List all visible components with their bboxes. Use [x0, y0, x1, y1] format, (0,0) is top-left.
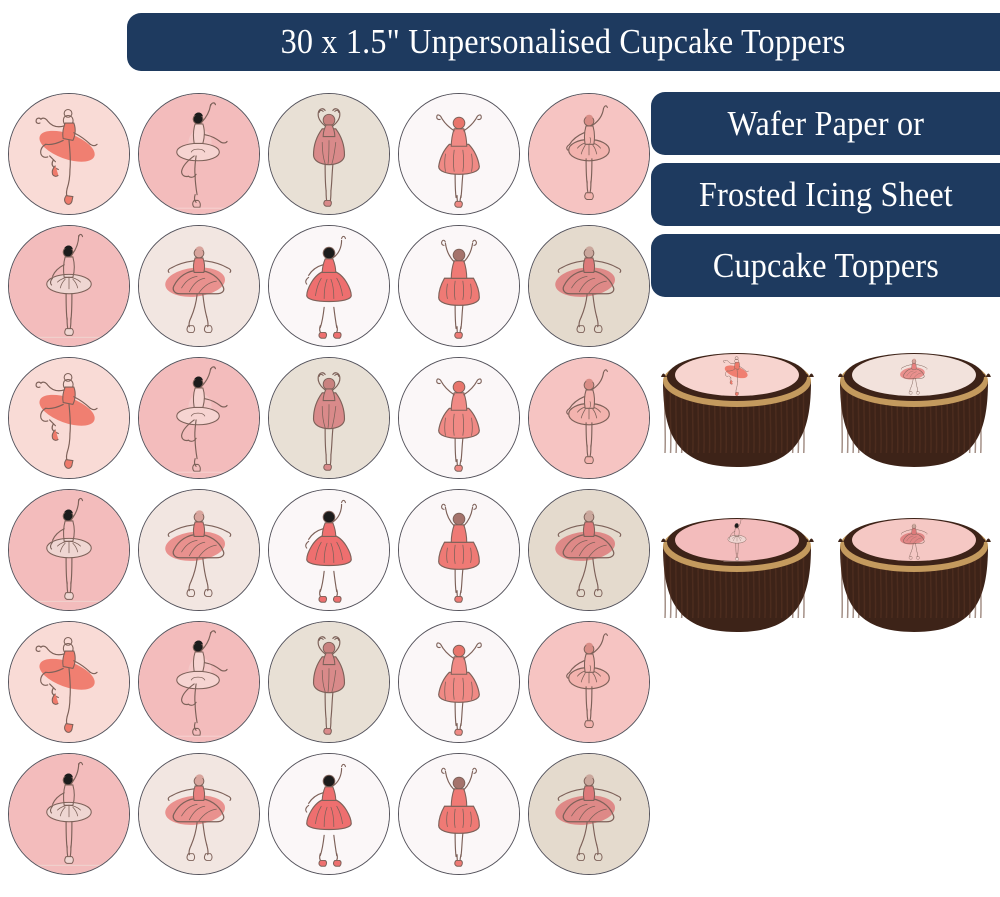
topper-arms-overhead-cream — [268, 93, 390, 215]
topper-standing-pink-soft — [528, 621, 650, 743]
topper-both-arms-up-white — [398, 225, 520, 347]
topper-arms-v-white — [398, 93, 520, 215]
topper-arabesque-coral-sash — [8, 93, 130, 215]
topper-passe-deep-pink — [138, 621, 260, 743]
cupcake-preview-top-right — [828, 325, 1000, 477]
cupcake-preview-top-left — [651, 325, 823, 477]
topper-releve-blush — [8, 225, 130, 347]
topper-standing-pink-soft — [528, 357, 650, 479]
banner-frosted-icing: Frosted Icing Sheet — [651, 163, 1000, 226]
topper-both-arms-up-white — [398, 489, 520, 611]
banner-wafer-label: Wafer Paper or — [727, 103, 924, 143]
topper-wide-tutu-cream — [528, 753, 650, 875]
topper-arm-arc-white — [268, 489, 390, 611]
topper-wide-tutu-arms-open — [138, 225, 260, 347]
banner-wafer-paper: Wafer Paper or — [651, 92, 1000, 155]
topper-wide-tutu-cream — [528, 489, 650, 611]
cupcake-preview-bottom-left — [651, 490, 823, 642]
topper-releve-blush — [8, 753, 130, 875]
topper-arm-arc-white — [268, 225, 390, 347]
banner-cupcake-toppers: Cupcake Toppers — [651, 234, 1000, 297]
topper-wide-tutu-arms-open — [138, 753, 260, 875]
cupcake-preview-group — [651, 325, 1000, 645]
topper-standing-pink-soft — [528, 93, 650, 215]
topper-grid — [0, 85, 650, 897]
topper-arabesque-coral-sash — [8, 357, 130, 479]
topper-passe-deep-pink — [138, 357, 260, 479]
banner-frosted-label: Frosted Icing Sheet — [698, 174, 953, 214]
topper-wide-tutu-arms-open — [138, 489, 260, 611]
topper-arabesque-coral-sash — [8, 621, 130, 743]
banner-toppers-label: Cupcake Toppers — [712, 245, 939, 285]
cupcake-preview-bottom-right — [828, 490, 1000, 642]
topper-arms-overhead-cream — [268, 621, 390, 743]
topper-passe-deep-pink — [138, 93, 260, 215]
topper-arms-v-white — [398, 621, 520, 743]
topper-wide-tutu-cream — [528, 225, 650, 347]
topper-releve-blush — [8, 489, 130, 611]
title-banner: 30 x 1.5" Unpersonalised Cupcake Toppers — [127, 13, 1000, 71]
topper-arm-arc-white — [268, 753, 390, 875]
page-title: 30 x 1.5" Unpersonalised Cupcake Toppers — [281, 22, 846, 61]
topper-both-arms-up-white — [398, 753, 520, 875]
topper-arms-overhead-cream — [268, 357, 390, 479]
topper-arms-v-white — [398, 357, 520, 479]
